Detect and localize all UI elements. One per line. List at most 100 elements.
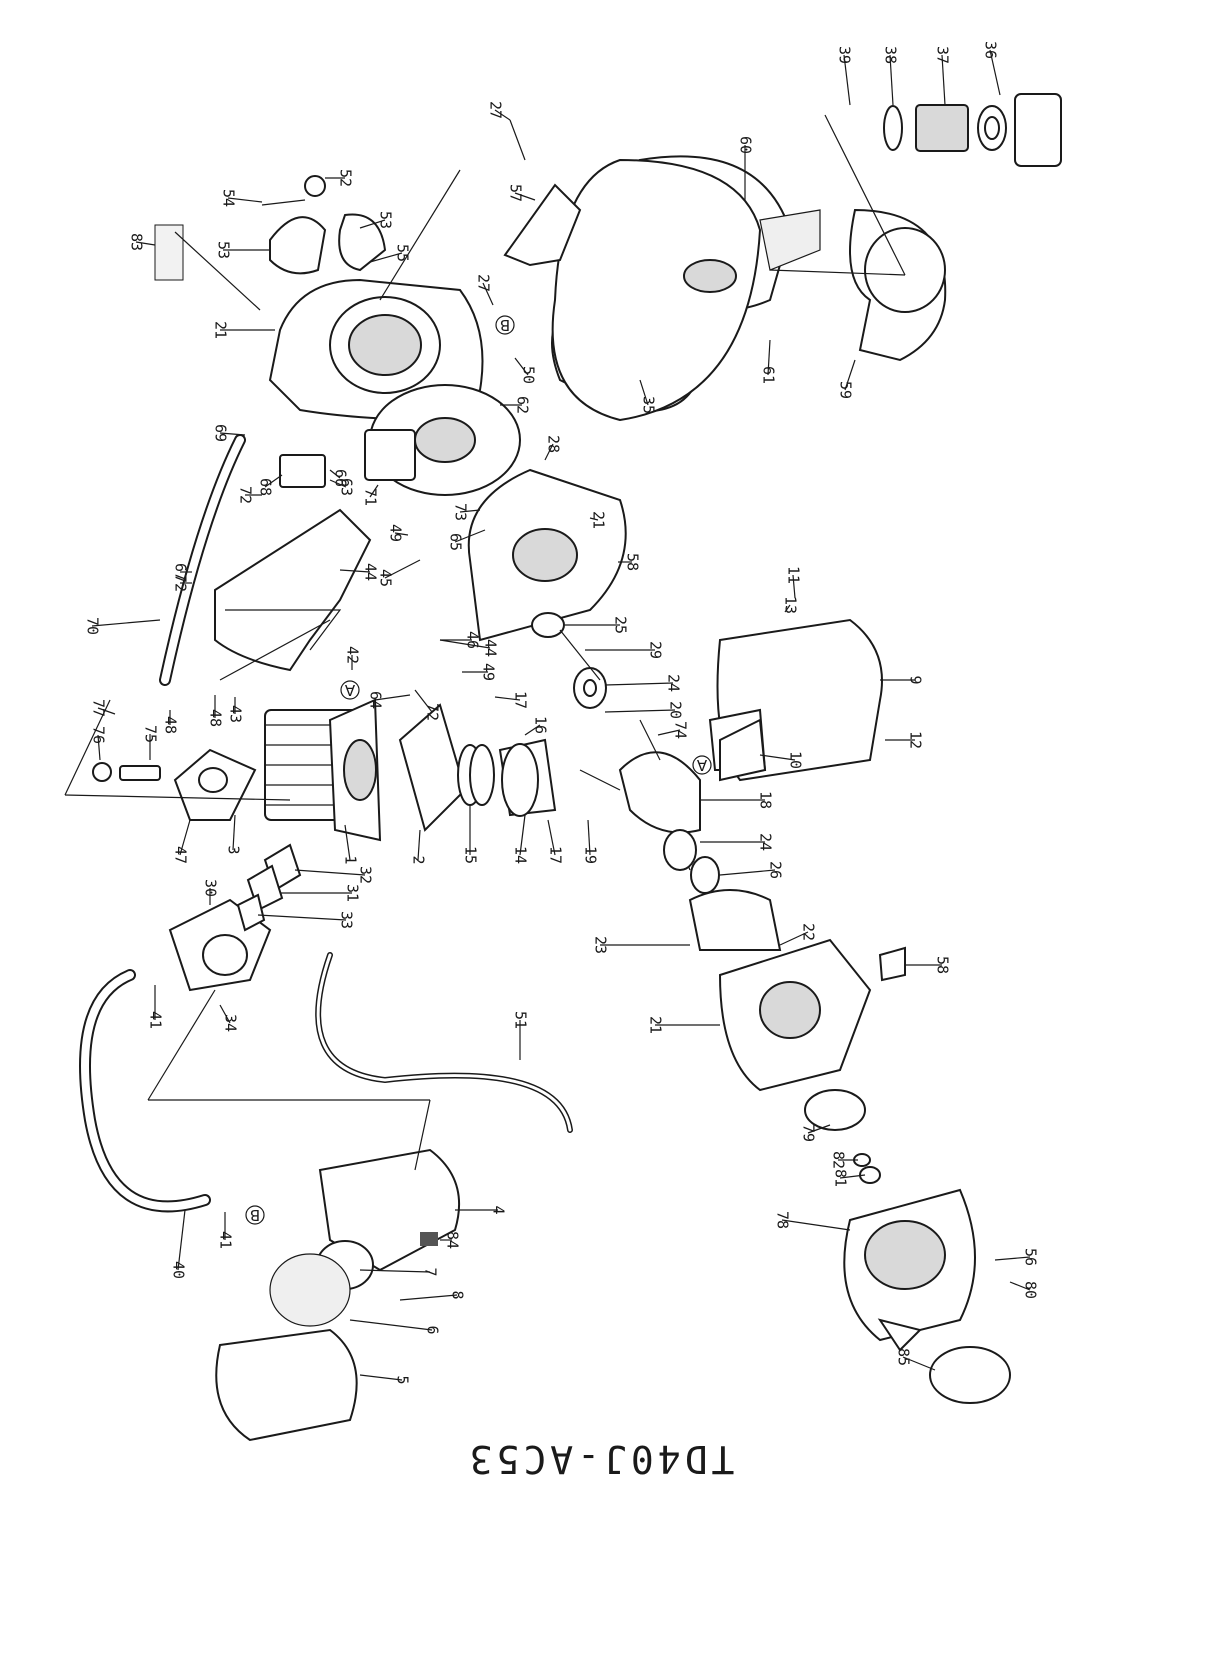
callout-number-c17b: 17	[547, 846, 565, 864]
callout-number-c14: 14	[512, 846, 530, 864]
leader-line-c44a	[339, 569, 371, 573]
leader-line-c68	[264, 474, 283, 488]
callout-number-c44b: 44	[482, 639, 500, 657]
callout-number-c24b: 24	[757, 833, 775, 851]
leader-line-c44b	[439, 639, 491, 649]
leader-line-c34	[219, 1004, 231, 1024]
callout-number-c77: 77	[90, 699, 108, 717]
callout-number-c47: 47	[172, 846, 190, 864]
leader-line-c74	[657, 729, 681, 736]
callout-number-c2: 2	[410, 855, 428, 864]
callout-number-c67: 67	[172, 563, 190, 581]
svg-text:A: A	[344, 681, 355, 699]
callout-number-c43: 43	[227, 705, 245, 723]
callout-number-c68: 68	[257, 478, 275, 496]
callout-number-c50: 50	[520, 366, 538, 384]
leader-line-c80	[1009, 1281, 1031, 1291]
crankcase-half	[467, 468, 627, 642]
callout-number-c11: 11	[785, 566, 803, 584]
callout-number-c42: 42	[344, 646, 362, 664]
callout-number-c82: 82	[830, 1151, 848, 1169]
callout-number-c23: 23	[592, 936, 610, 954]
callout-number-c30: 30	[202, 879, 220, 897]
callout-number-c1: 1	[342, 855, 360, 864]
callout-number-c60: 60	[737, 136, 755, 154]
callout-number-c38: 38	[882, 46, 900, 64]
leader-line-c24a	[604, 682, 674, 686]
callout-number-c71: 71	[362, 488, 380, 506]
callout-number-c12: 12	[907, 731, 925, 749]
callout-number-c83: 83	[128, 233, 146, 251]
recoil-label	[929, 1346, 1011, 1404]
leader-line-c17a	[494, 696, 521, 701]
callout-number-c55: 55	[394, 244, 412, 262]
callout-number-c20: 20	[667, 701, 685, 719]
callout-number-c21b: 21	[590, 511, 608, 529]
leader-line-c37	[941, 54, 946, 106]
leader-line-c72b	[414, 689, 433, 713]
drawing-model-code: TD40J-AC53	[466, 1437, 735, 1481]
leader-line-c3	[232, 814, 236, 851]
callout-number-c52: 52	[337, 169, 355, 187]
leader-line-c49a	[394, 532, 409, 536]
callout-number-c65: 65	[447, 533, 465, 551]
crankcase-lower	[718, 938, 906, 1092]
callout-number-c45: 45	[377, 569, 395, 587]
starter-pulley	[804, 1089, 866, 1131]
leader-line-c39	[843, 54, 851, 106]
callout-number-c9: 9	[907, 675, 925, 684]
callout-number-c49a: 49	[387, 524, 405, 542]
leader-line-c16	[524, 724, 541, 736]
callout-number-c16: 16	[532, 716, 550, 734]
callout-number-c58b: 58	[934, 956, 952, 974]
recoil-starter	[843, 1188, 976, 1352]
leader-line-c40	[177, 1209, 186, 1271]
callout-number-c22: 22	[800, 923, 818, 941]
callout-number-c13: 13	[782, 596, 800, 614]
leader-line-c27b	[482, 282, 494, 306]
leader-line-c6	[349, 1319, 433, 1331]
leader-line-c53b	[359, 219, 386, 229]
callout-number-c66: 66	[332, 469, 350, 487]
callout-number-c49b: 49	[480, 663, 498, 681]
callout-number-c27a: 27	[487, 101, 505, 119]
callout-number-c62: 62	[514, 396, 532, 414]
spark-plug	[92, 762, 161, 782]
leader-line-c1	[344, 824, 351, 861]
leader-line-c81	[839, 1174, 866, 1179]
callout-number-c84: 84	[444, 1231, 462, 1249]
ref-marker-a-upper: A	[340, 680, 360, 700]
leader-line-c63	[329, 479, 347, 488]
callout-number-c19: 19	[582, 846, 600, 864]
fuel-tank	[551, 155, 821, 422]
leader-line-c32	[294, 869, 366, 876]
callout-number-c78: 78	[774, 1211, 792, 1229]
cylinder	[264, 698, 382, 842]
callout-number-c74: 74	[672, 721, 690, 739]
leader-line-c35	[639, 379, 649, 406]
leader-line-c7	[359, 1269, 431, 1273]
leader-line-c85	[902, 1356, 936, 1371]
callout-number-c61: 61	[760, 366, 778, 384]
leader-line-c57	[514, 192, 536, 201]
callout-number-c76: 76	[90, 726, 108, 744]
leader-line-c59	[844, 359, 856, 391]
callout-number-c75: 75	[142, 725, 160, 743]
leader-line-c83	[135, 241, 156, 246]
ref-marker-b-upper: B	[495, 315, 515, 335]
leader-line-c10	[759, 754, 796, 761]
leader-line-c47	[179, 819, 191, 856]
leader-line-c71	[369, 484, 379, 498]
fan-cover	[268, 278, 484, 422]
leader-line-c13	[784, 604, 791, 613]
callout-number-c32: 32	[357, 866, 375, 884]
callout-number-c53a: 53	[215, 241, 233, 259]
engine-shroud	[214, 508, 372, 672]
label-84	[420, 1232, 438, 1246]
assembly-lines	[64, 114, 906, 1171]
throttle-cable	[315, 952, 573, 1133]
piston-rings	[457, 744, 495, 806]
leader-line-c2	[417, 829, 421, 861]
callout-number-c26: 26	[767, 861, 785, 879]
